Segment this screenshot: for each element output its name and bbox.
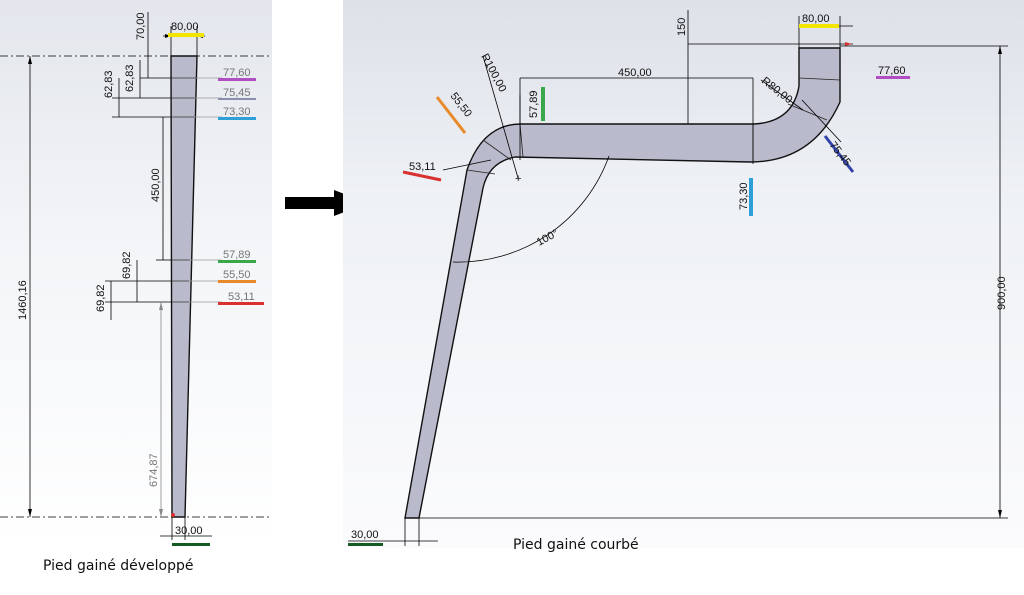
width-highlight-purple xyxy=(218,78,256,81)
width-highlight-orange xyxy=(218,280,256,283)
angle-label: 100° xyxy=(535,227,561,248)
developed-view-caption: Pied gainé développé xyxy=(43,558,194,574)
bent-highlight-red xyxy=(402,170,442,182)
bent-width-label-53-11: 53,11 xyxy=(409,161,436,173)
bent-overall-height-label: 900,00 xyxy=(996,276,1008,310)
top-width-label: 80,00 xyxy=(171,21,199,33)
radius-large-label: R100,00 xyxy=(478,52,508,94)
width-highlight-red xyxy=(218,302,264,305)
bent-part-outline xyxy=(404,47,841,519)
bent-top-width-label: 80,00 xyxy=(802,13,830,25)
width-label-57-89: 57,89 xyxy=(223,249,251,261)
bent-horizontal-length-label: 450,00 xyxy=(618,67,652,79)
bent-width-label-77-60: 77,60 xyxy=(878,65,906,77)
svg-text:+: + xyxy=(515,173,521,185)
overall-height-label: 1460,16 xyxy=(17,280,29,320)
width-label-55-50: 55,50 xyxy=(223,269,251,281)
developed-view-drawing: 80,00 70,00 1460,16 62,83 62,83 450,00 6… xyxy=(0,12,272,546)
bent-top-width-highlight xyxy=(799,24,839,28)
bent-width-label-75-45: 75,45 xyxy=(827,139,853,168)
top-offset-label: 70,00 xyxy=(135,12,147,40)
bent-highlight-orange xyxy=(435,96,467,134)
top-width-highlight xyxy=(168,33,204,37)
bent-width-label-57-89: 57,89 xyxy=(528,90,540,118)
bottom-width-highlight xyxy=(172,543,210,546)
seg1-a-label: 62,83 xyxy=(103,70,115,98)
bent-width-label-73-30: 73,30 xyxy=(738,182,750,210)
bent-bottom-width-label: 30,00 xyxy=(351,529,379,541)
seg3-a-label: 69,82 xyxy=(95,284,107,312)
width-highlight-grey-blue xyxy=(218,98,256,100)
width-label-77-60: 77,60 xyxy=(223,67,251,79)
seg2-label: 450,00 xyxy=(150,168,162,202)
bent-highlight-green xyxy=(541,87,545,121)
developed-caption-area: Pied gainé développé xyxy=(43,558,194,574)
seg3-b-label: 69,82 xyxy=(121,251,133,279)
bent-highlight-navy xyxy=(823,135,855,173)
bent-top-offset-label: 150 xyxy=(676,18,688,36)
bottom-width-label: 30,00 xyxy=(175,525,203,537)
bent-highlight-purple xyxy=(876,76,910,79)
width-label-53-11: 53,11 xyxy=(228,291,255,303)
seg1-b-label: 62,83 xyxy=(124,64,136,92)
width-label-75-45: 75,45 xyxy=(223,87,251,99)
bent-caption-area: Pied gainé courbé xyxy=(513,537,639,553)
bottom-length-label: 674,87 xyxy=(148,453,160,487)
bent-view-panel: + 80,00 150 450,00 R100,00 R80,00 100° 9 xyxy=(343,0,1024,548)
bent-view-drawing: + 80,00 150 450,00 R100,00 R80,00 100° 9 xyxy=(348,10,1008,546)
bent-bottom-width-highlight xyxy=(348,543,383,546)
bent-view-caption: Pied gainé courbé xyxy=(513,537,639,553)
developed-part-outline xyxy=(170,55,198,518)
developed-view-panel: 80,00 70,00 1460,16 62,83 62,83 450,00 6… xyxy=(0,0,272,548)
width-highlight-green xyxy=(218,260,256,263)
width-highlight-blue xyxy=(218,117,256,120)
bent-highlight-blue xyxy=(749,178,753,216)
width-label-73-30: 73,30 xyxy=(223,106,251,118)
radius-small-label: R80,00 xyxy=(759,75,794,106)
